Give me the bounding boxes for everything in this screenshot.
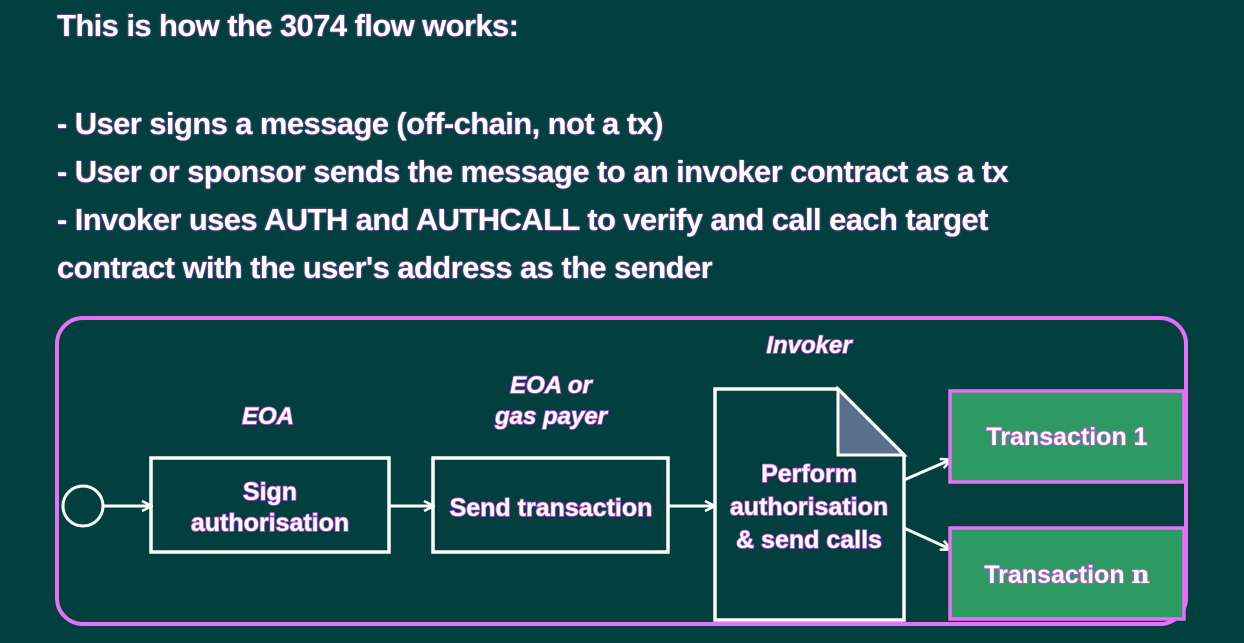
transaction-1-label: Transaction 1 — [986, 423, 1147, 451]
sign-label-line1: Sign — [243, 478, 297, 506]
folded-corner-shape — [836, 385, 908, 457]
transaction-n-box — [948, 526, 1186, 621]
bullet-invoker-uses: - Invoker uses AUTH and AUTHCALL to veri… — [57, 202, 988, 237]
send-transaction-label: Send transaction — [450, 494, 653, 522]
diagram-pool-border — [55, 316, 1188, 626]
perform-label-line2: authorisation — [730, 493, 888, 521]
role-invoker-label: Invoker — [766, 332, 853, 359]
role-payer-label-line1: EOA or — [510, 372, 593, 399]
sign-label-line2: authorisation — [191, 509, 349, 537]
perform-label-line1: Perform — [761, 460, 857, 488]
transaction-n-subscript: n — [1132, 560, 1150, 589]
transaction-n-prefix: Transaction — [984, 561, 1131, 589]
role-eoa-label: EOA — [242, 403, 294, 430]
perform-document-shape — [713, 387, 906, 622]
send-transaction-box — [431, 456, 670, 554]
start-event-circle — [61, 484, 105, 528]
bullet-invoker-uses-cont: contract with the user's address as the … — [57, 250, 713, 285]
bullet-user-signs: - User signs a message (off-chain, not a… — [57, 106, 663, 141]
sign-authorisation-box — [149, 456, 391, 554]
transaction-1-box — [948, 389, 1186, 484]
role-payer-label-line2: gas payer — [494, 403, 609, 430]
arrow-perform-to-tx1 — [903, 460, 950, 482]
bullet-sponsor-sends: - User or sponsor sends the message to a… — [57, 154, 1009, 189]
intro-heading: This is how the 3074 flow works: — [57, 8, 519, 43]
transaction-n-label: Transaction n — [984, 560, 1149, 589]
arrow-perform-to-txn — [903, 526, 950, 549]
perform-label-line3: & send calls — [736, 526, 882, 554]
